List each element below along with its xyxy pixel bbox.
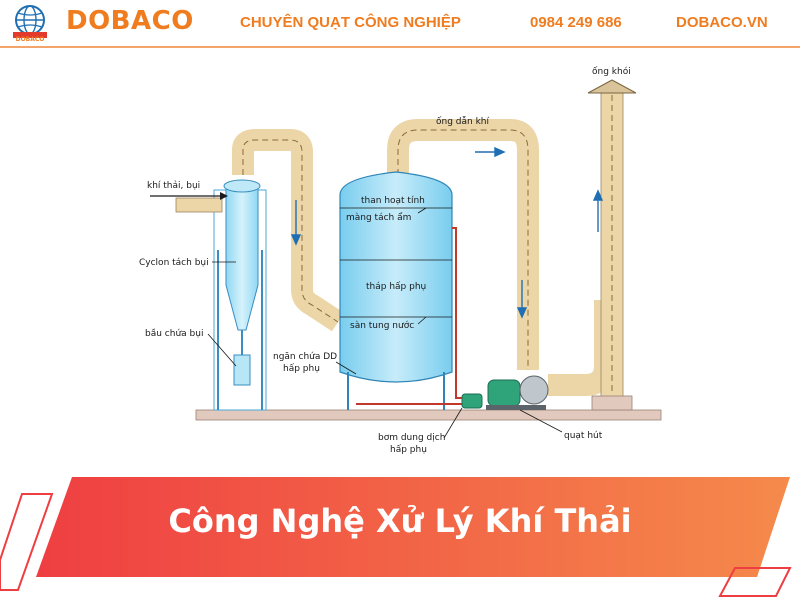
- dust-bin: [233, 354, 251, 386]
- label-chimney: ống khói: [592, 66, 631, 77]
- banner-accent-right: [718, 567, 792, 597]
- website-link[interactable]: DOBACO.VN: [676, 14, 768, 31]
- dobaco-logo[interactable]: [10, 4, 50, 42]
- inlet-pipe: [175, 197, 223, 213]
- globe-icon: [13, 5, 47, 38]
- banner-title: Công Nghệ Xử Lý Khí Thải: [168, 502, 632, 540]
- fan-base: [486, 405, 546, 410]
- absorption-tower: [339, 171, 453, 383]
- label-pump-line2: hấp phụ: [390, 444, 427, 455]
- duct-outlet-centerline: [397, 129, 529, 370]
- chimney-cap: [587, 79, 637, 94]
- inlet-arrowhead: [220, 192, 228, 200]
- chimney-base: [591, 395, 633, 411]
- leader-lines: [207, 207, 563, 439]
- cyclone-body: [225, 184, 259, 331]
- label-activated-carbon: than hoạt tính: [361, 196, 425, 206]
- label-absorber: tháp hấp phụ: [366, 281, 426, 292]
- phone-number[interactable]: 0984 249 686: [530, 14, 622, 31]
- label-tank-line1: ngăn chứa DD: [273, 352, 337, 362]
- exhaust-treatment-diagram: ống khói ống dẫn khí khí thải, bụi Cyclo…: [139, 66, 662, 455]
- recirculation-pipe: [452, 227, 470, 399]
- logo-caption: DOBACO: [15, 36, 45, 43]
- tagline: CHUYÊN QUẠT CÔNG NGHIỆP: [240, 14, 461, 31]
- pump: [461, 393, 483, 409]
- cyclone-top: [223, 179, 261, 193]
- label-spray-floor: sàn tung nước: [350, 320, 414, 331]
- flow-arrows: [290, 146, 604, 319]
- duct-fan-to-stack: [548, 300, 616, 396]
- ground-slab: [195, 409, 662, 421]
- label-exhaust-dust: khí thải, bụi: [147, 180, 200, 191]
- label-moisture-separator: màng tách ẩm: [346, 212, 411, 223]
- fan-motor: [487, 379, 521, 407]
- label-tank-line2: hấp phụ: [283, 363, 320, 374]
- brand-name[interactable]: DOBACO: [66, 6, 194, 36]
- label-cyclone: Cyclon tách bụi: [139, 258, 209, 268]
- header-bar: DOBACO DOBACO CHUYÊN QUẠT CÔNG NGHIỆP 09…: [0, 0, 800, 46]
- label-dust-bin: bầu chứa bụi: [145, 328, 203, 339]
- duct-inlet-centerline: [242, 139, 339, 323]
- label-pump-line1: bơm dung dịch: [378, 433, 445, 443]
- label-fan: quạt hút: [564, 431, 603, 441]
- header-divider: [0, 46, 800, 48]
- fan-housing: [519, 375, 549, 405]
- label-duct: ống dẫn khí: [436, 116, 489, 127]
